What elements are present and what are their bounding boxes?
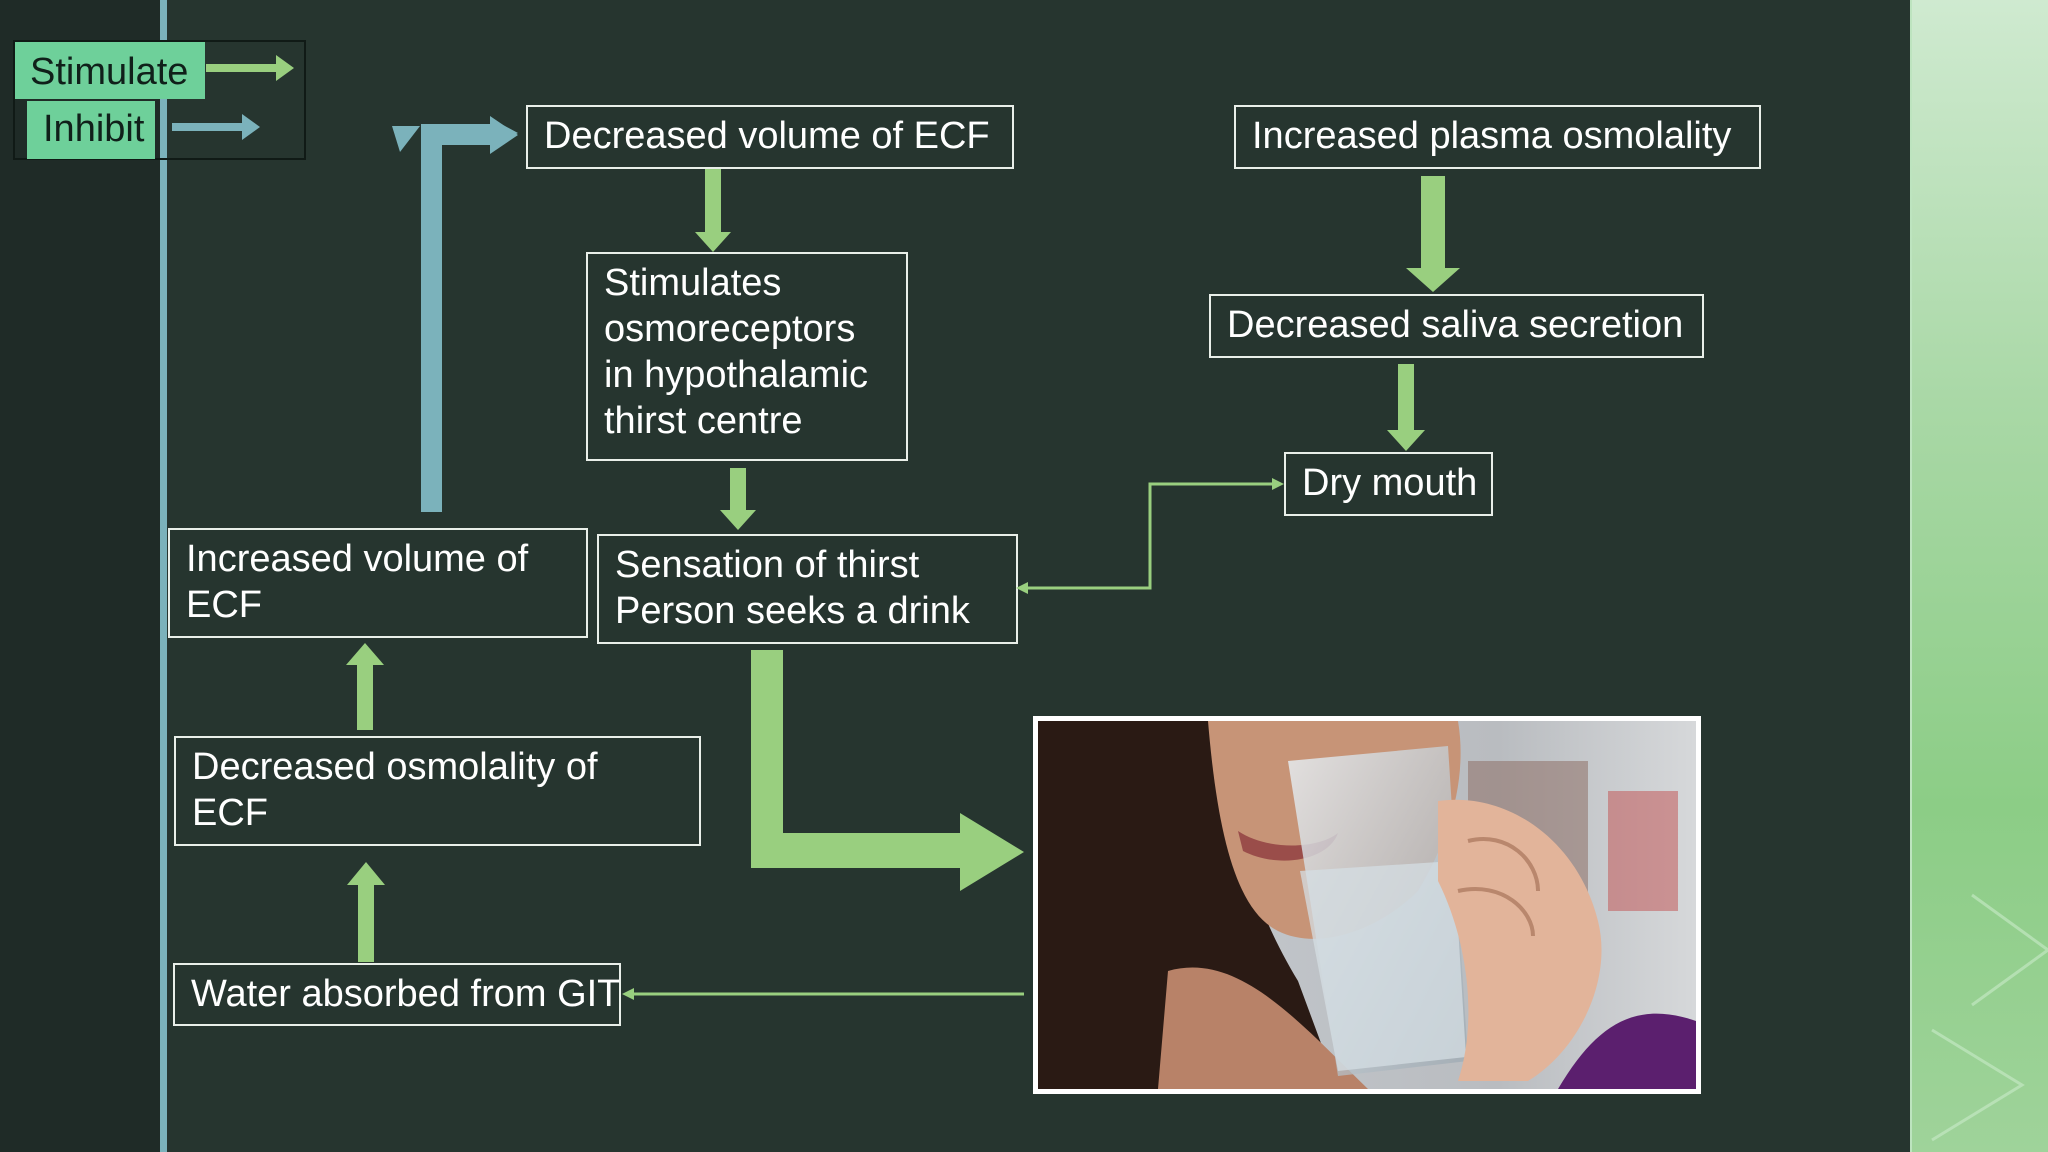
- arrow-down-3-icon: [1387, 364, 1425, 451]
- box-line: Sensation of thirst: [615, 544, 920, 586]
- box-text: Water absorbed from GIT: [191, 973, 621, 1015]
- box-sensation-of-thirst: Sensation of thirst Person seeks a drink: [597, 534, 1018, 644]
- legend-inhibit-label: Inhibit: [27, 101, 155, 159]
- woman-drinking-water-photo: [1033, 716, 1701, 1094]
- box-text: Decreased volume of ECF: [544, 115, 990, 157]
- box-line: ECF: [192, 792, 268, 834]
- box-text: Dry mouth: [1302, 462, 1478, 504]
- arrow-down-4-icon: [720, 468, 756, 530]
- arrow-up-1-icon: [346, 643, 384, 730]
- box-water-absorbed-git: Water absorbed from GIT: [173, 963, 621, 1026]
- box-increased-plasma-osmolality: Increased plasma osmolality: [1234, 105, 1761, 169]
- legend: Stimulate Inhibit: [13, 40, 306, 160]
- legend-inhibit-arrow-icon: [172, 114, 260, 140]
- box-dry-mouth: Dry mouth: [1284, 452, 1493, 516]
- box-line: Person seeks a drink: [615, 590, 970, 632]
- box-line: in hypothalamic: [604, 354, 869, 396]
- left-panel: [0, 0, 163, 1152]
- box-line: Decreased osmolality of: [192, 746, 598, 788]
- right-decorative-panel: [1912, 0, 2048, 1152]
- connector-arrowhead-thirst-icon: [1016, 582, 1028, 594]
- chevron-decoration-icon: [1931, 893, 2048, 1142]
- box-line: Increased volume of: [186, 538, 529, 580]
- box-decreased-osmolality-ecf: Decreased osmolality of ECF: [174, 736, 701, 846]
- box-stimulates-osmoreceptors: Stimulates osmoreceptors in hypothalamic…: [586, 252, 908, 461]
- connector-arrowhead-dry-mouth-icon: [1272, 478, 1284, 490]
- connector-arrowhead-water-icon: [622, 988, 634, 1000]
- arrow-to-photo-icon: [751, 650, 1024, 891]
- arrow-down-1-icon: [695, 169, 731, 252]
- box-text: Decreased saliva secretion: [1227, 304, 1684, 346]
- arrow-up-2-icon: [347, 862, 385, 962]
- legend-stimulate-label: Stimulate: [15, 42, 205, 99]
- legend-stimulate-arrow-icon: [206, 55, 294, 81]
- corner-marker-icon: [392, 126, 420, 152]
- box-line: thirst centre: [604, 400, 803, 442]
- connector-thirst-to-dry-mouth: [1022, 482, 1278, 590]
- box-increased-volume-ecf: Increased volume of ECF: [168, 528, 588, 638]
- box-line: Stimulates: [604, 262, 782, 304]
- left-accent-line: [160, 0, 167, 1152]
- inhibit-arrow-shaft: [421, 124, 442, 512]
- box-decreased-volume-ecf: Decreased volume of ECF: [526, 105, 1014, 169]
- box-decreased-saliva-secretion: Decreased saliva secretion: [1209, 294, 1704, 358]
- drinking-photo-illustration: [1038, 721, 1696, 1089]
- arrow-down-2-icon: [1406, 176, 1460, 292]
- box-line: osmoreceptors: [604, 308, 856, 350]
- box-text: Increased plasma osmolality: [1252, 115, 1732, 157]
- box-line: ECF: [186, 584, 262, 626]
- inhibit-arrow-top: [421, 116, 518, 154]
